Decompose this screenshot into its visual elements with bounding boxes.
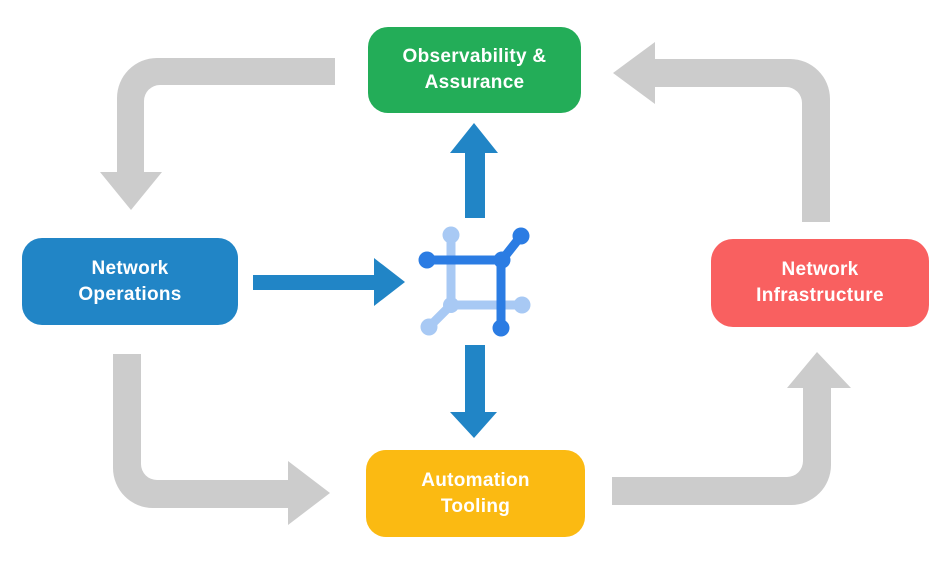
node-label-line: Infrastructure	[756, 285, 884, 306]
link-arrow-shape	[253, 258, 405, 306]
flow-arrow-shape	[613, 42, 830, 222]
node-label-line: Assurance	[424, 72, 525, 93]
link-arrow-center-to-observability	[450, 123, 498, 218]
node-label-line: Automation	[421, 469, 530, 491]
node-label-line: Network	[781, 259, 859, 280]
icon-light-nodes	[420, 226, 531, 336]
flow-arrow-infrastructure-to-observability	[613, 42, 830, 222]
link-arrow-shape	[450, 123, 498, 218]
node-automation-tooling: Automation Tooling	[366, 450, 585, 537]
link-arrow-center-to-automation	[450, 345, 497, 438]
node-label-line: Operations	[78, 283, 182, 305]
flow-arrow-shape	[113, 354, 330, 525]
flow-arrow-shape	[100, 58, 335, 210]
link-arrow-shape	[450, 345, 497, 438]
icon-dark-nodes	[418, 227, 530, 337]
node-label-line: Tooling	[440, 495, 511, 517]
node-observability-assurance: Observability & Assurance	[368, 27, 581, 113]
node-label-line: Network	[91, 257, 169, 279]
flow-arrow-operations-to-automation	[113, 354, 330, 525]
node-network-infrastructure: Network Infrastructure	[711, 239, 929, 327]
flow-arrow-automation-to-infrastructure	[612, 352, 851, 505]
link-arrow-operations-to-center	[253, 258, 405, 306]
node-label-line: Observability &	[402, 46, 547, 67]
network-fabric-icon	[418, 226, 531, 337]
flow-arrow-shape	[612, 352, 851, 505]
flow-arrow-observability-to-operations	[100, 58, 335, 210]
node-network-operations: Network Operations	[22, 238, 238, 325]
